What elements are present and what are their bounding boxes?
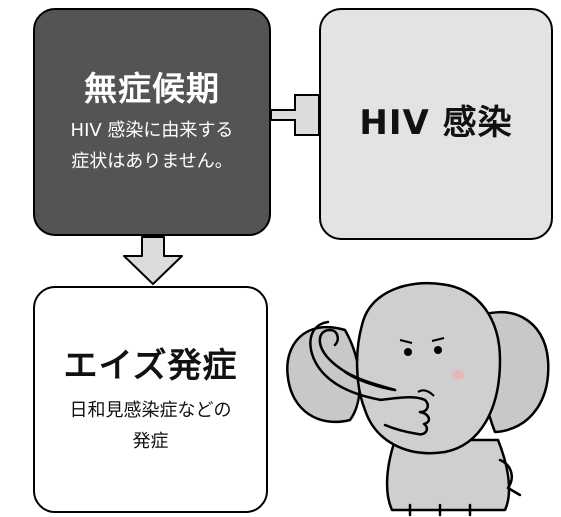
- asymptomatic-title: 無症候期: [84, 69, 220, 109]
- hiv-infection-box: HIV 感染: [319, 8, 553, 240]
- aids-onset-box: エイズ発症 日和見感染症などの 発症: [33, 286, 268, 513]
- hiv-infection-title: HIV 感染: [359, 103, 513, 144]
- asymptomatic-description: HIV 感染に由来する 症状はありません。: [70, 120, 234, 172]
- asymptomatic-box: 無症候期 HIV 感染に由来する 症状はありません。: [33, 8, 271, 236]
- down-arrow: [123, 236, 183, 285]
- aids-onset-title: エイズ発症: [63, 346, 238, 387]
- aids-onset-description: 日和見感染症などの 発症: [69, 400, 232, 453]
